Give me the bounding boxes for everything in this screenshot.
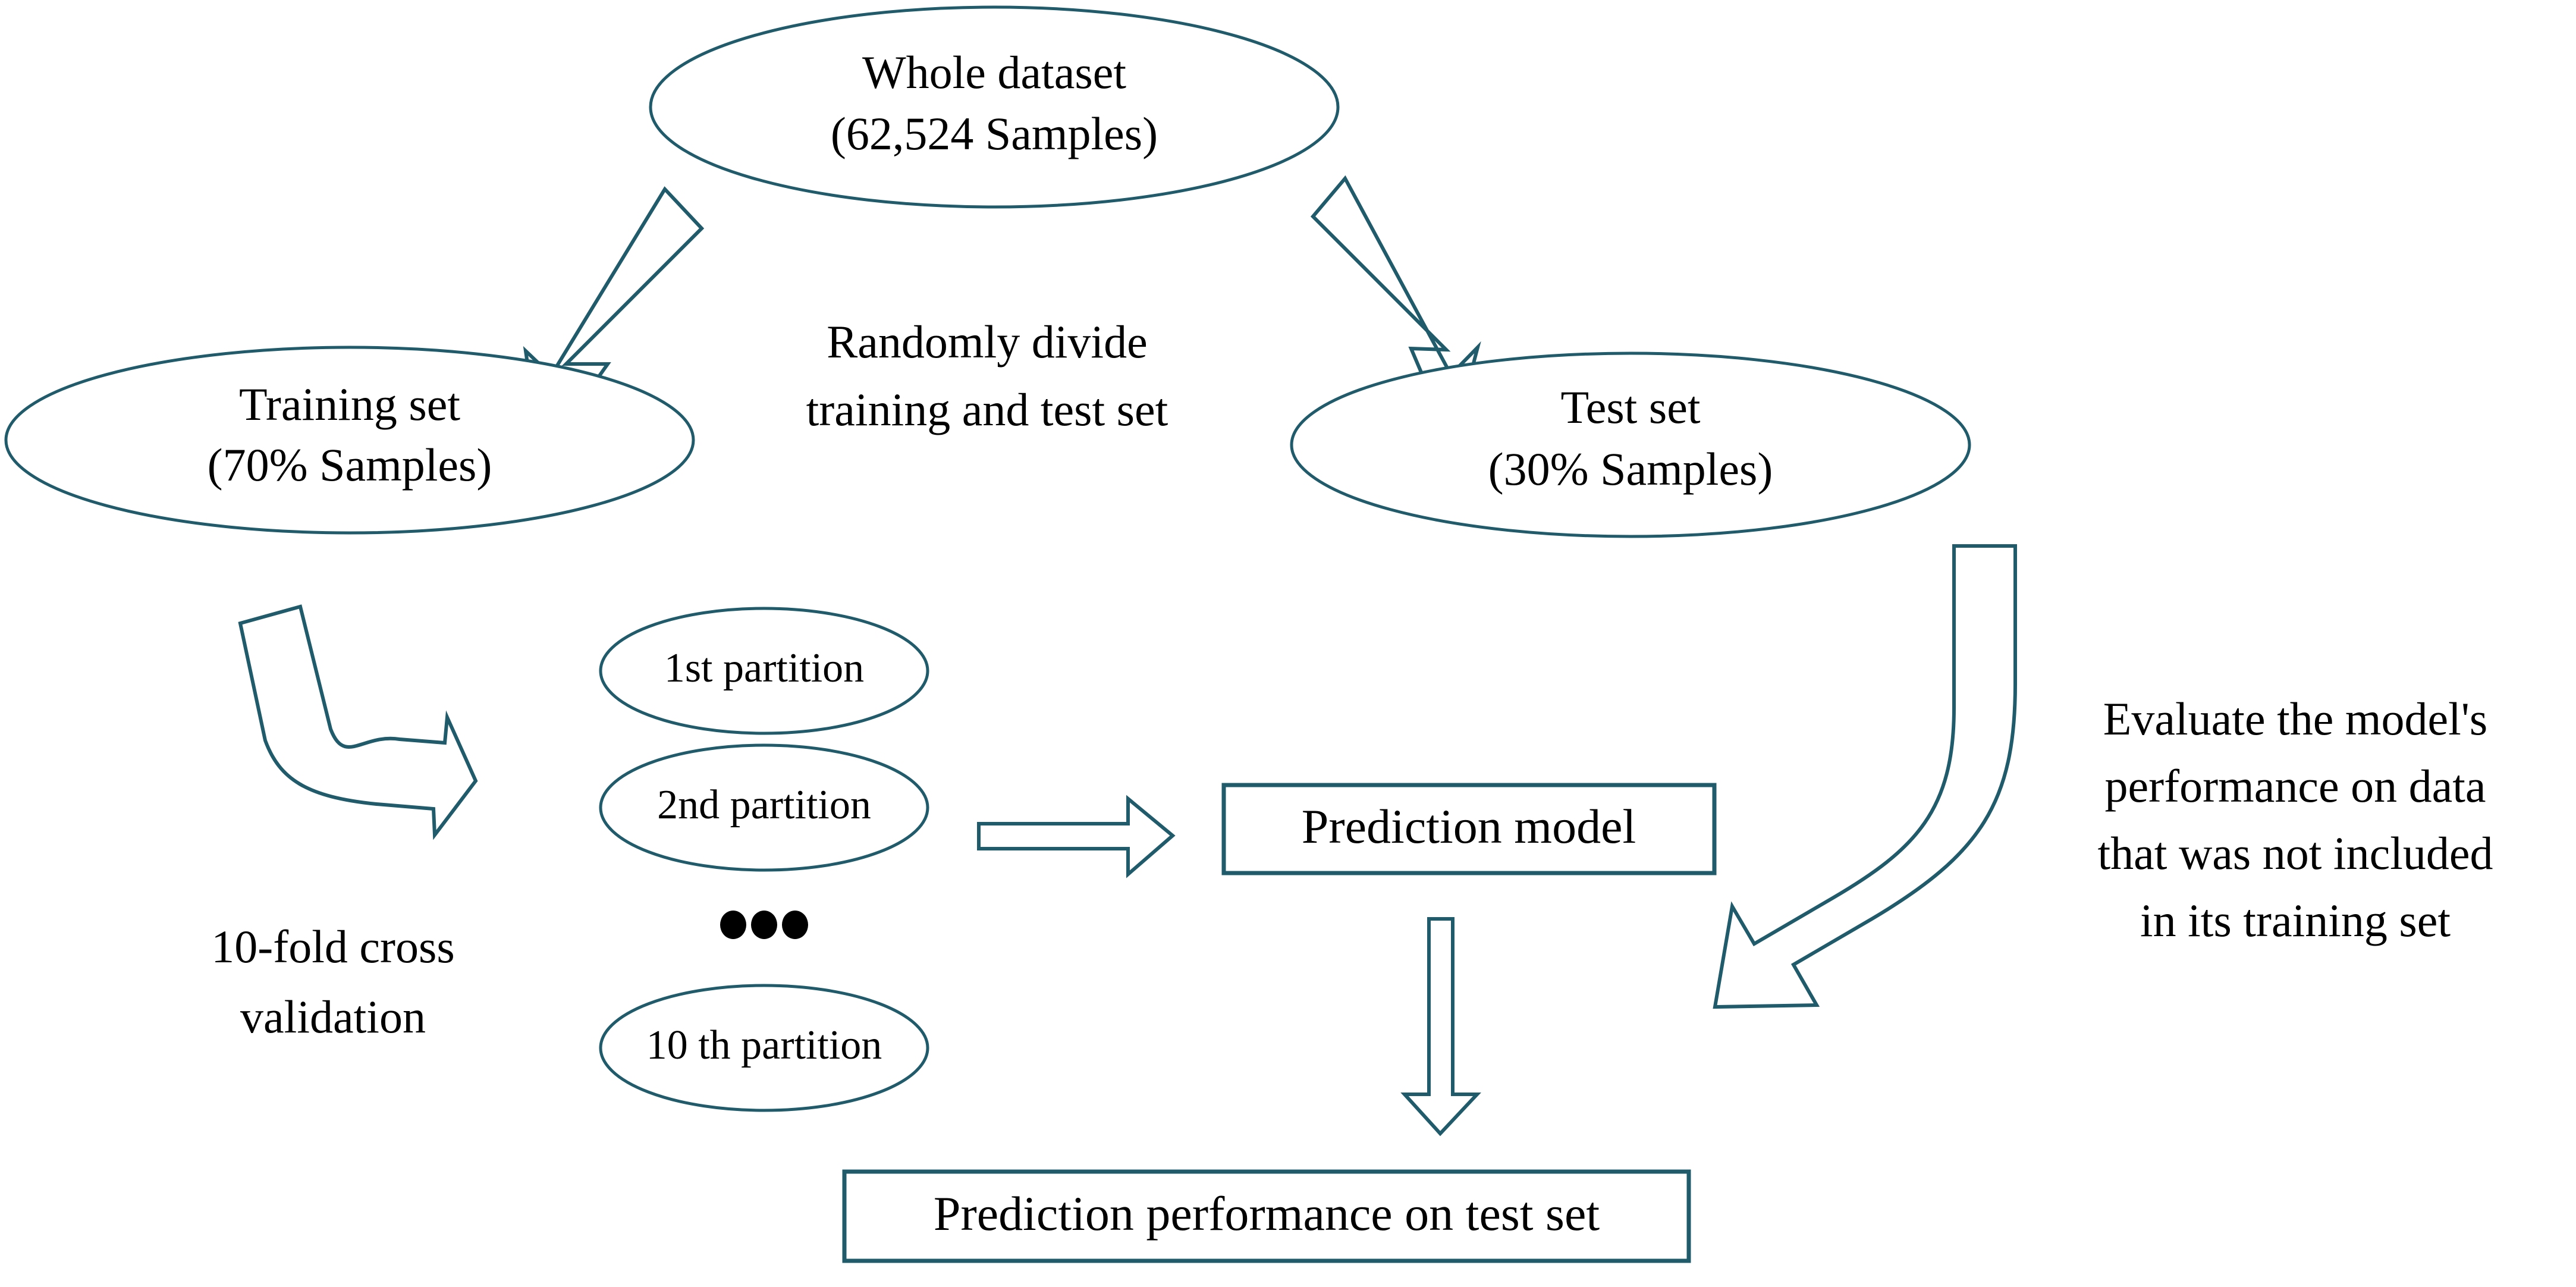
label-evaluate-line1: Evaluate the model's (2103, 693, 2488, 745)
label-evaluate-line3: that was not included (2097, 827, 2493, 879)
label-cross-validation-line1: 10-fold cross (211, 921, 454, 972)
node-prediction-performance (842, 1169, 1691, 1263)
ellipsis-dots (720, 911, 808, 939)
node-whole-dataset (649, 5, 1340, 209)
node-partition-1-label: 1st partition (664, 645, 864, 691)
label-randomly-divide-line2: training and test set (806, 384, 1168, 435)
node-test-set (1290, 351, 1971, 538)
label-evaluate-line4: in its training set (2140, 894, 2451, 946)
node-training-set-line1: Training set (239, 378, 460, 430)
arrow-test-to-performance (1713, 544, 2017, 1009)
label-evaluate-line2: performance on data (2105, 760, 2486, 812)
node-whole-dataset-line2: (62,524 Samples) (831, 108, 1158, 159)
node-test-set-line1: Test set (1561, 381, 1701, 433)
node-partition-10-label: 10 th partition (646, 1022, 882, 1068)
arrow-partitions-to-model (977, 795, 1176, 878)
node-partition-2-label: 2nd partition (657, 782, 871, 828)
arrow-training-to-partitions (238, 604, 478, 840)
label-cross-validation-line2: validation (240, 991, 426, 1043)
node-training-set-line2: (70% Samples) (208, 439, 492, 491)
node-training-set (4, 346, 695, 535)
node-partition-2 (599, 743, 929, 872)
node-prediction-model-label: Prediction model (1302, 799, 1636, 853)
node-whole-dataset-line1: Whole dataset (862, 46, 1126, 98)
node-test-set-line2: (30% Samples) (1488, 443, 1773, 495)
node-partition-1 (599, 607, 929, 735)
node-prediction-performance-label: Prediction performance on test set (934, 1186, 1600, 1241)
arrow-model-to-performance (1400, 917, 1481, 1137)
node-prediction-model (1221, 783, 1717, 875)
node-partition-10 (599, 984, 929, 1112)
label-randomly-divide-line1: Randomly divide (827, 316, 1147, 368)
